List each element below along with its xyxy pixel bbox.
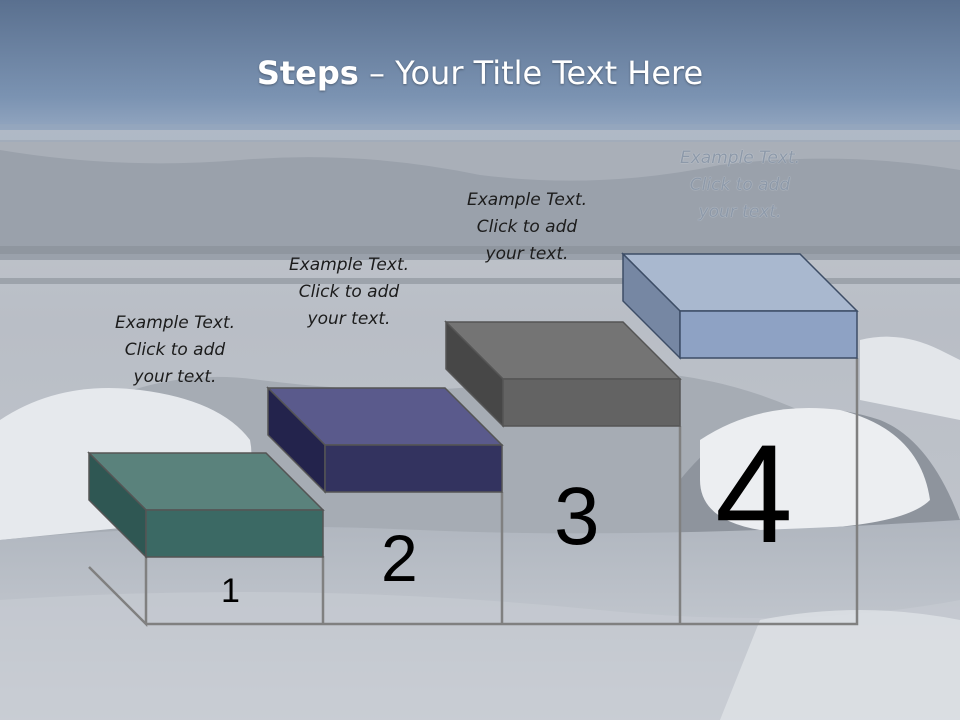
step-block-2[interactable] (266, 386, 504, 494)
caption-4-line-3: your text. (698, 202, 782, 222)
caption-3-line-3: your text. (485, 244, 569, 264)
title-rest: – Your Title Text Here (358, 54, 704, 92)
caption-2-line-2: Click to add (298, 282, 400, 302)
caption-1-line-3: your text. (133, 367, 217, 387)
step-1-front (145, 509, 324, 558)
step-number-2: 2 (381, 521, 418, 595)
caption-3-line-2: Click to add (476, 217, 578, 237)
slide-title[interactable]: Steps – Your Title Text Here (0, 54, 960, 92)
step-number-3: 3 (554, 471, 600, 562)
caption-3-line-1: Example Text. (466, 190, 588, 210)
step-number-4: 4 (715, 415, 793, 572)
step-2-front (324, 444, 503, 493)
caption-2-line-3: your text. (307, 309, 391, 329)
caption-2-line-1: Example Text. (288, 255, 410, 275)
step-block-3[interactable] (444, 320, 682, 428)
step-number-1: 1 (221, 572, 240, 610)
caption-4-line-2: Click to add (689, 175, 791, 195)
base-outline (146, 358, 859, 626)
title-bold-word: Steps (256, 54, 359, 92)
step-block-1[interactable] (87, 451, 325, 559)
caption-4-line-1: Example Text. (679, 148, 801, 168)
step-caption-3[interactable]: Example Text. Click to add your text. (442, 187, 612, 268)
step-3-front (502, 378, 681, 427)
step-caption-1[interactable]: Example Text. Click to add your text. (90, 310, 260, 391)
step-4-front (679, 310, 858, 359)
step-caption-2[interactable]: Example Text. Click to add your text. (264, 252, 434, 333)
caption-1-line-1: Example Text. (114, 313, 236, 333)
base-side-outline (88, 557, 148, 628)
step-caption-4[interactable]: Example Text. Click to add your text. (655, 145, 825, 226)
step-block-4[interactable] (621, 252, 859, 360)
caption-1-line-2: Click to add (124, 340, 226, 360)
